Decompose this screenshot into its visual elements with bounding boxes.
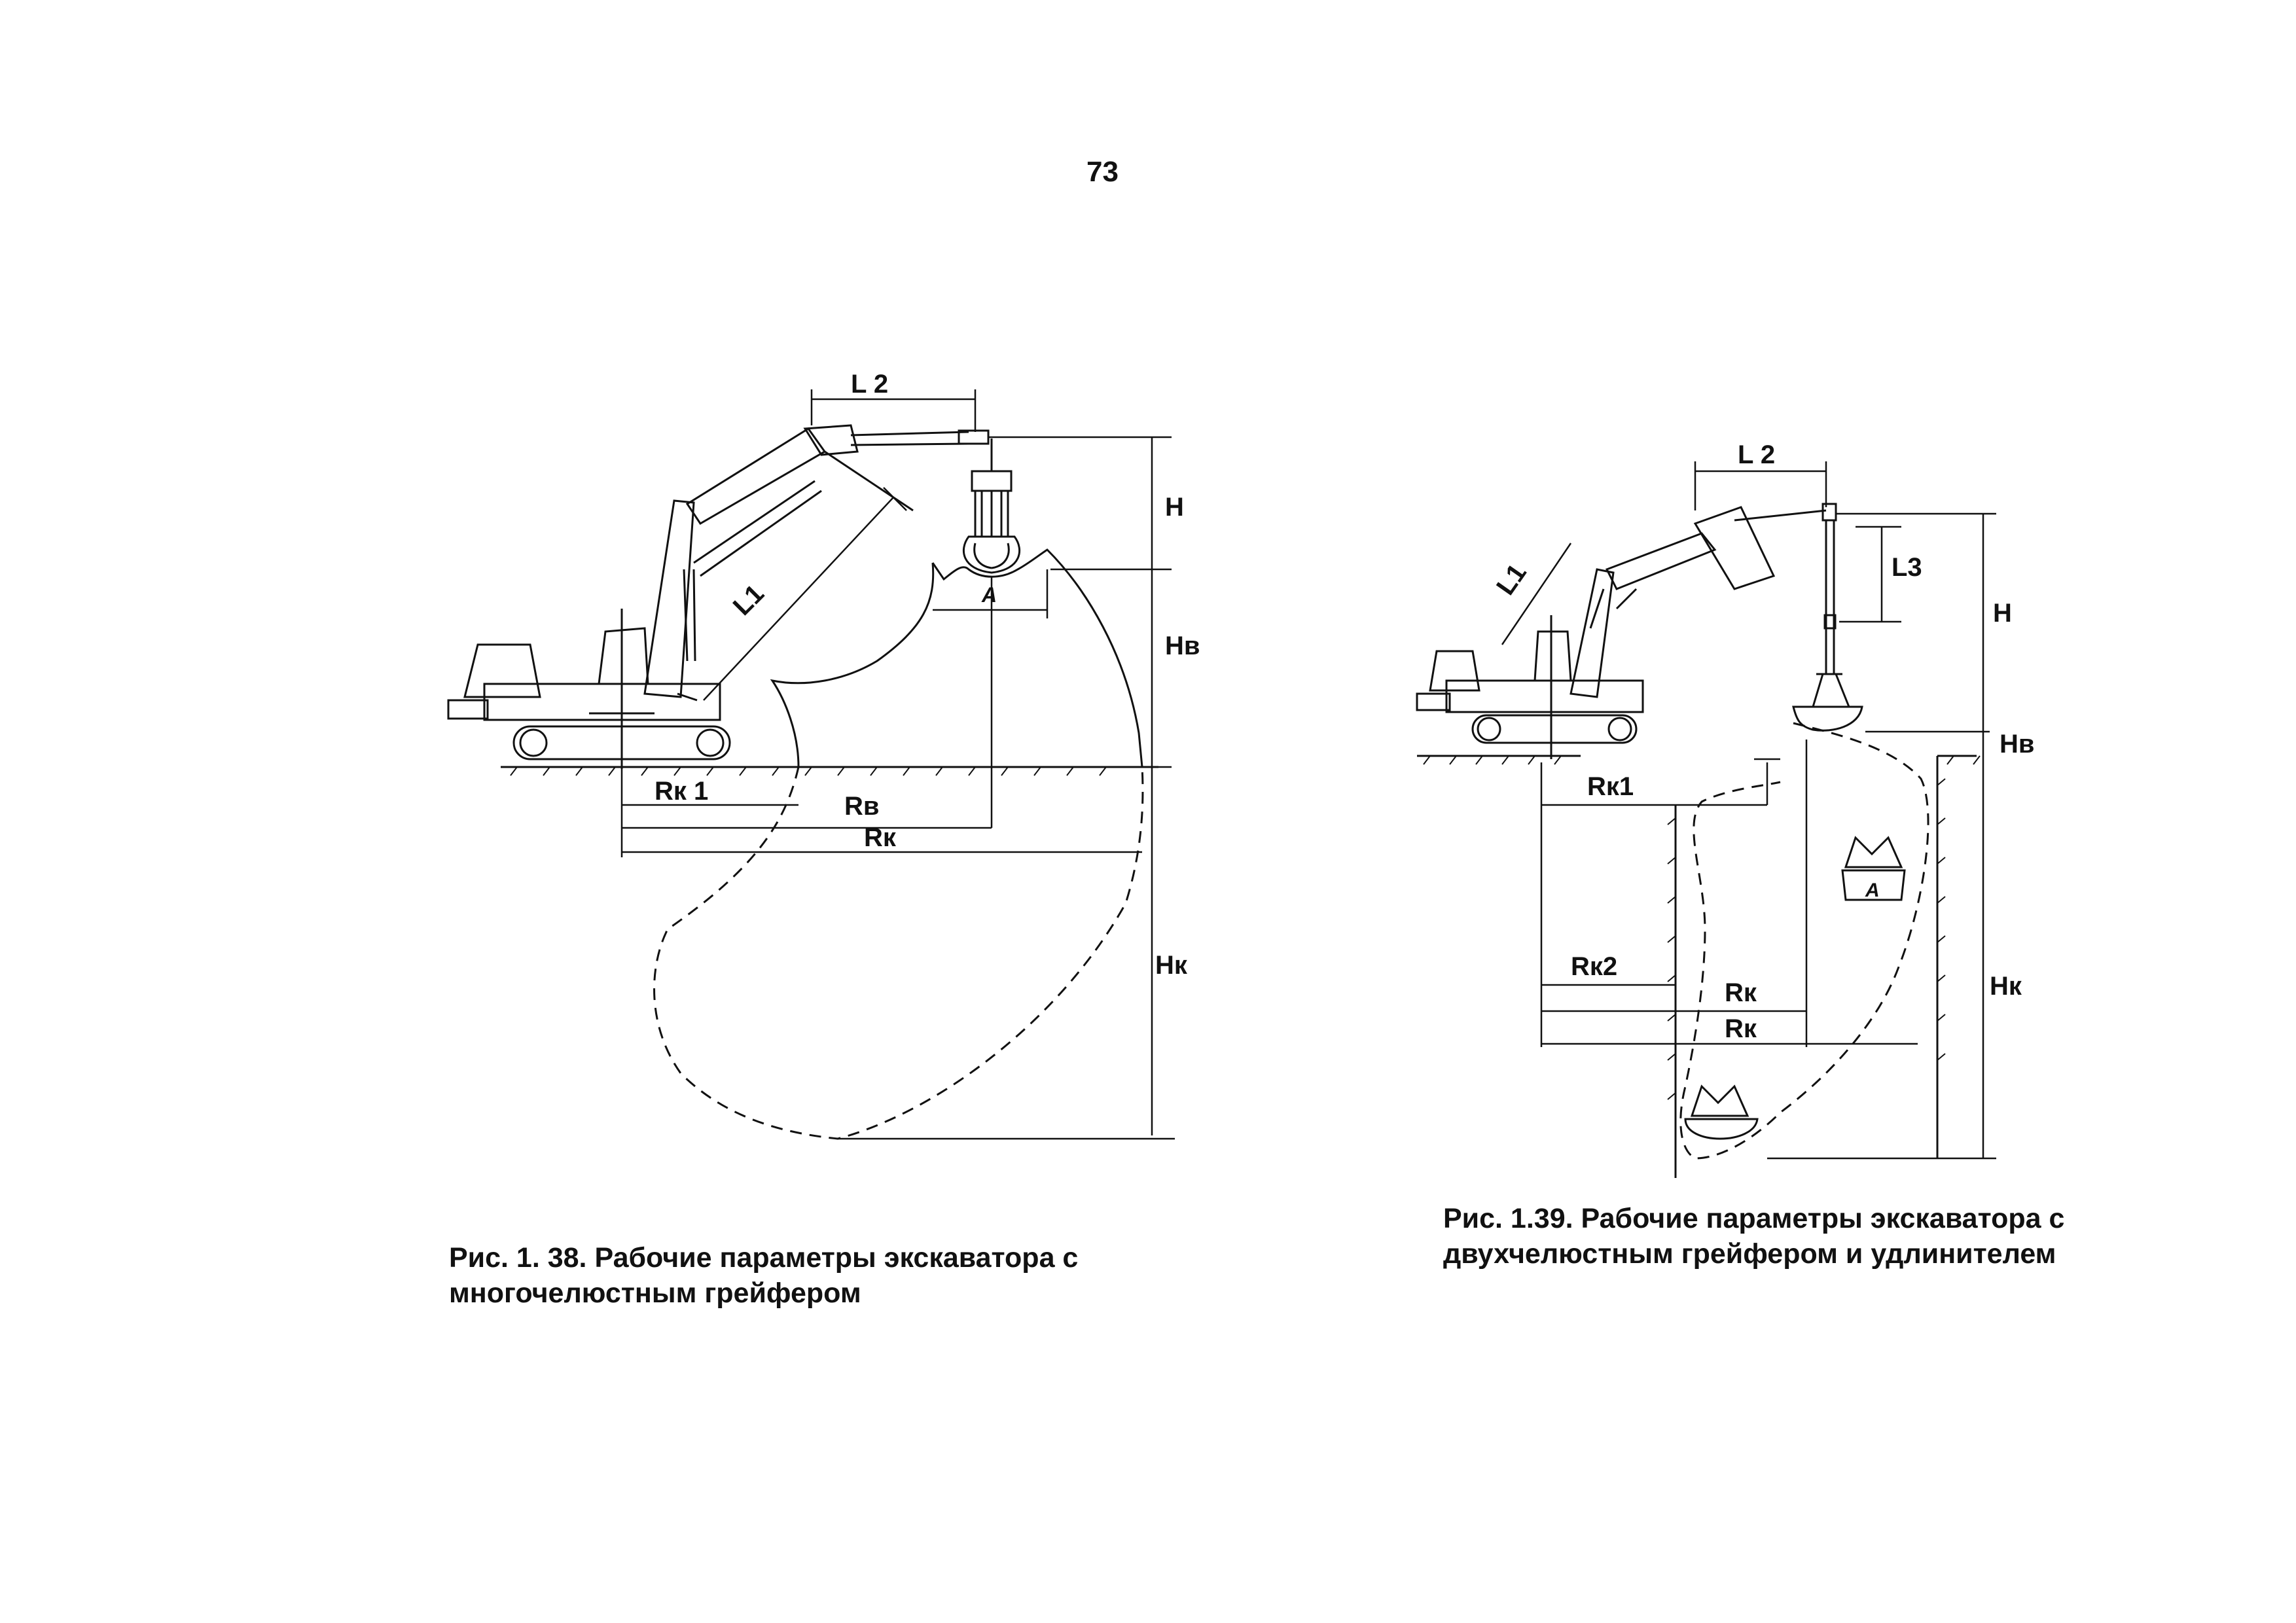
caption-2-line-1: Рис. 1.39. Рабочие параметры экскаватора… xyxy=(1443,1203,2065,1234)
page-number: 73 xyxy=(1086,156,1119,188)
dimension-lines-2 xyxy=(1501,461,1996,1160)
label-L3-2: L3 xyxy=(1892,553,1922,582)
label-Rk-upper-2: Rк xyxy=(1725,978,1757,1007)
label-Rk1-1: Rк 1 xyxy=(655,777,708,806)
dimension-lines-1 xyxy=(620,389,1175,1140)
label-Rk2-2: Rк2 xyxy=(1571,952,1617,981)
working-zone-left xyxy=(770,562,935,768)
label-Hv-1: Нв xyxy=(1165,632,1200,660)
digging-zone-dashed-2 xyxy=(1679,722,1929,1160)
label-A-2: A xyxy=(1865,880,1880,901)
label-L1-2: L1 xyxy=(1491,559,1532,600)
grab-icon-bottom xyxy=(1684,1084,1759,1140)
figure-1-38-caption: Рис. 1. 38. Рабочие параметры экскаватор… xyxy=(449,1240,1234,1311)
grab-icon-mid xyxy=(1841,836,1906,901)
multi-jaw-grab xyxy=(963,438,1020,574)
caption-1-line-2: многочелюстным грейфером xyxy=(449,1277,861,1309)
label-Rk1-2: Rк1 xyxy=(1587,772,1634,801)
figure-1-39-caption: Рис. 1.39. Рабочие параметры экскаватора… xyxy=(1443,1201,2261,1272)
label-Hk-2: Нк xyxy=(1990,972,2022,1001)
label-Hk-1: Нк xyxy=(1155,951,1188,980)
ground-hatching-2 xyxy=(1423,755,1981,765)
excavator-1 xyxy=(447,424,990,769)
label-H-1: H xyxy=(1165,493,1184,522)
label-Rv-1: Rв xyxy=(844,792,879,821)
ground-hatching xyxy=(510,766,1107,776)
caption-1-line-1: Рис. 1. 38. Рабочие параметры экскаватор… xyxy=(449,1242,1079,1274)
caption-2-line-2: двухчелюстным грейфером и удлинителем xyxy=(1443,1238,2056,1270)
label-L1-1: L1 xyxy=(728,579,770,621)
digging-zone-dashed xyxy=(653,766,1144,1140)
label-Hv-2: Нв xyxy=(2000,730,2034,758)
label-A-1: A xyxy=(981,583,997,607)
label-L2-1: L 2 xyxy=(851,370,888,399)
grab-with-extension xyxy=(1792,503,1863,732)
label-H-2: H xyxy=(1993,599,2012,628)
label-L2-2: L 2 xyxy=(1738,440,1775,469)
working-zone-upper xyxy=(931,548,1143,768)
excavator-2 xyxy=(1416,506,1827,759)
label-Rk-1: Rк xyxy=(864,823,897,852)
label-Rk-lower-2: Rк xyxy=(1725,1014,1757,1043)
